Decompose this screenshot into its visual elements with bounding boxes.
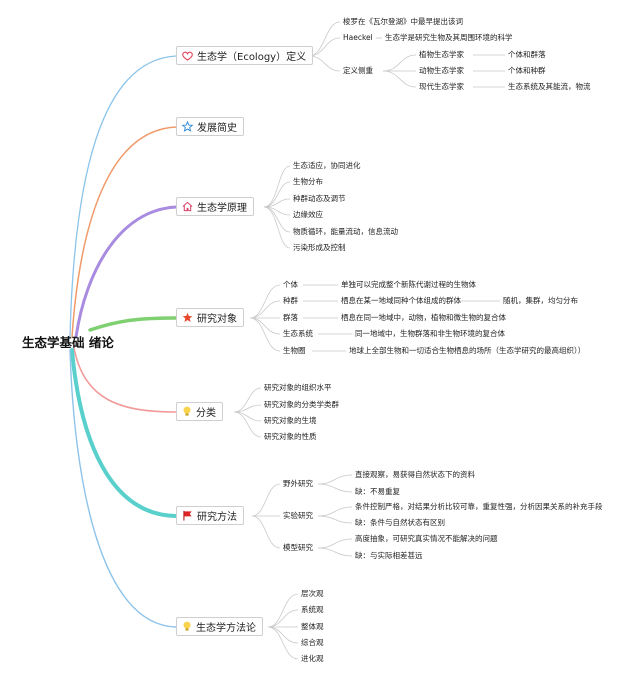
object-detail[interactable]: 栖息在同一地域中，动物，植物和微生物的复合体: [341, 313, 506, 322]
object-detail[interactable]: 同一地域中，生物群落和非生物环境的复合体: [355, 329, 505, 338]
method-detail[interactable]: 直接观察，易获得自然状态下的资料: [355, 470, 475, 479]
star-solid-icon: [182, 312, 193, 322]
flag-icon: [183, 510, 192, 521]
principle-item[interactable]: 污染形成及控制: [293, 243, 346, 252]
methodology-item[interactable]: 系统观: [301, 605, 324, 614]
focus-detail[interactable]: 个体和群落: [508, 50, 546, 59]
object-item[interactable]: 个体: [283, 280, 298, 289]
focus-detail[interactable]: 生态系统及其能流，物流: [508, 82, 591, 91]
object-item[interactable]: 生态系统: [283, 329, 313, 338]
branch-definition: [69, 55, 177, 338]
topic-label: 生态学原理: [197, 203, 247, 214]
topic-label: 研究对象: [197, 314, 237, 325]
principle-item[interactable]: 生态适应，协同进化: [293, 161, 361, 170]
topic-methodology[interactable]: 生态学方法论: [176, 617, 263, 636]
object-detail[interactable]: 栖息在某一地域同种个体组成的群体: [341, 296, 461, 305]
focus-item[interactable]: 动物生态学家: [419, 66, 464, 75]
object-item[interactable]: 群落: [283, 313, 298, 322]
lightbulb-icon: [183, 621, 191, 631]
star-outline-icon: [182, 121, 193, 132]
topic-principles[interactable]: 生态学原理: [176, 197, 254, 216]
definition-detail[interactable]: 生态学是研究生物及其周围环境的科学: [385, 33, 513, 42]
branch-methods: [70, 348, 178, 518]
definition-item[interactable]: 定义侧重: [343, 66, 373, 75]
definition-item[interactable]: 梭罗在《瓦尔登湖》中最早提出该词: [343, 17, 463, 26]
branch-classification: [73, 347, 177, 413]
object-detail[interactable]: 单独可以完成整个新陈代谢过程的生物体: [341, 280, 476, 289]
home-icon: [182, 201, 193, 212]
topic-history[interactable]: 发展简史: [176, 117, 244, 136]
object-item[interactable]: 种群: [283, 296, 298, 305]
method-item[interactable]: 实验研究: [283, 511, 313, 520]
classification-item[interactable]: 研究对象的性质: [264, 432, 317, 441]
topic-classification[interactable]: 分类: [176, 402, 223, 421]
branch-objects: [88, 316, 178, 332]
focus-detail[interactable]: 个体和种群: [508, 66, 546, 75]
method-detail[interactable]: 缺：与实际相差甚远: [355, 551, 423, 560]
topic-methods[interactable]: 研究方法: [176, 506, 244, 525]
principle-item[interactable]: 边缘效应: [293, 210, 323, 219]
object-item[interactable]: 生物圈: [283, 346, 306, 355]
principle-item[interactable]: 生物分布: [293, 177, 323, 186]
branch-methodology: [69, 349, 177, 628]
topic-label: 发展简史: [197, 123, 237, 134]
object-detail[interactable]: 地球上全部生物和一切适合生物栖息的场所（生态学研究的最高组织））: [349, 346, 586, 355]
method-detail[interactable]: 缺：不易重复: [355, 487, 400, 496]
object-extra[interactable]: 随机，集群，均匀分布: [503, 296, 578, 305]
method-detail[interactable]: 条件控制严格，对结果分析比较可靠，重复性强，分析因果关系的补充手段: [355, 502, 603, 511]
method-item[interactable]: 野外研究: [283, 479, 313, 488]
classification-item[interactable]: 研究对象的生境: [264, 416, 317, 425]
method-detail[interactable]: 高度抽象，可研究真实情况不能解决的问题: [355, 534, 498, 543]
heart-icon: [182, 51, 193, 61]
branch-principles: [74, 205, 178, 339]
methodology-item[interactable]: 综合观: [301, 638, 324, 647]
method-detail[interactable]: 缺：条件与自然状态有区别: [355, 518, 445, 527]
focus-item[interactable]: 现代生态学家: [419, 82, 464, 91]
principle-item[interactable]: 种群动态及调节: [293, 194, 346, 203]
topic-definition[interactable]: 生态学（Ecology）定义: [176, 46, 314, 65]
topic-label: 研究方法: [197, 512, 237, 523]
topic-label: 分类: [196, 408, 216, 419]
definition-item[interactable]: Haeckel: [343, 33, 373, 42]
classification-item[interactable]: 研究对象的分类学类群: [264, 400, 339, 409]
branch-history: [71, 126, 177, 338]
root-topic[interactable]: 生态学基础 绪论: [22, 335, 114, 350]
lightbulb-icon: [183, 406, 191, 416]
methodology-item[interactable]: 整体观: [301, 622, 324, 631]
classification-item[interactable]: 研究对象的组织水平: [264, 383, 332, 392]
topic-objects[interactable]: 研究对象: [176, 308, 244, 327]
methodology-item[interactable]: 进化观: [301, 654, 324, 663]
focus-item[interactable]: 植物生态学家: [419, 50, 464, 59]
topic-label: 生态学方法论: [196, 623, 256, 634]
method-item[interactable]: 模型研究: [283, 543, 313, 552]
principle-item[interactable]: 物质循环，能量流动，信息流动: [293, 227, 398, 236]
methodology-item[interactable]: 层次观: [301, 589, 324, 598]
topic-label: 生态学（Ecology）定义: [197, 52, 307, 63]
